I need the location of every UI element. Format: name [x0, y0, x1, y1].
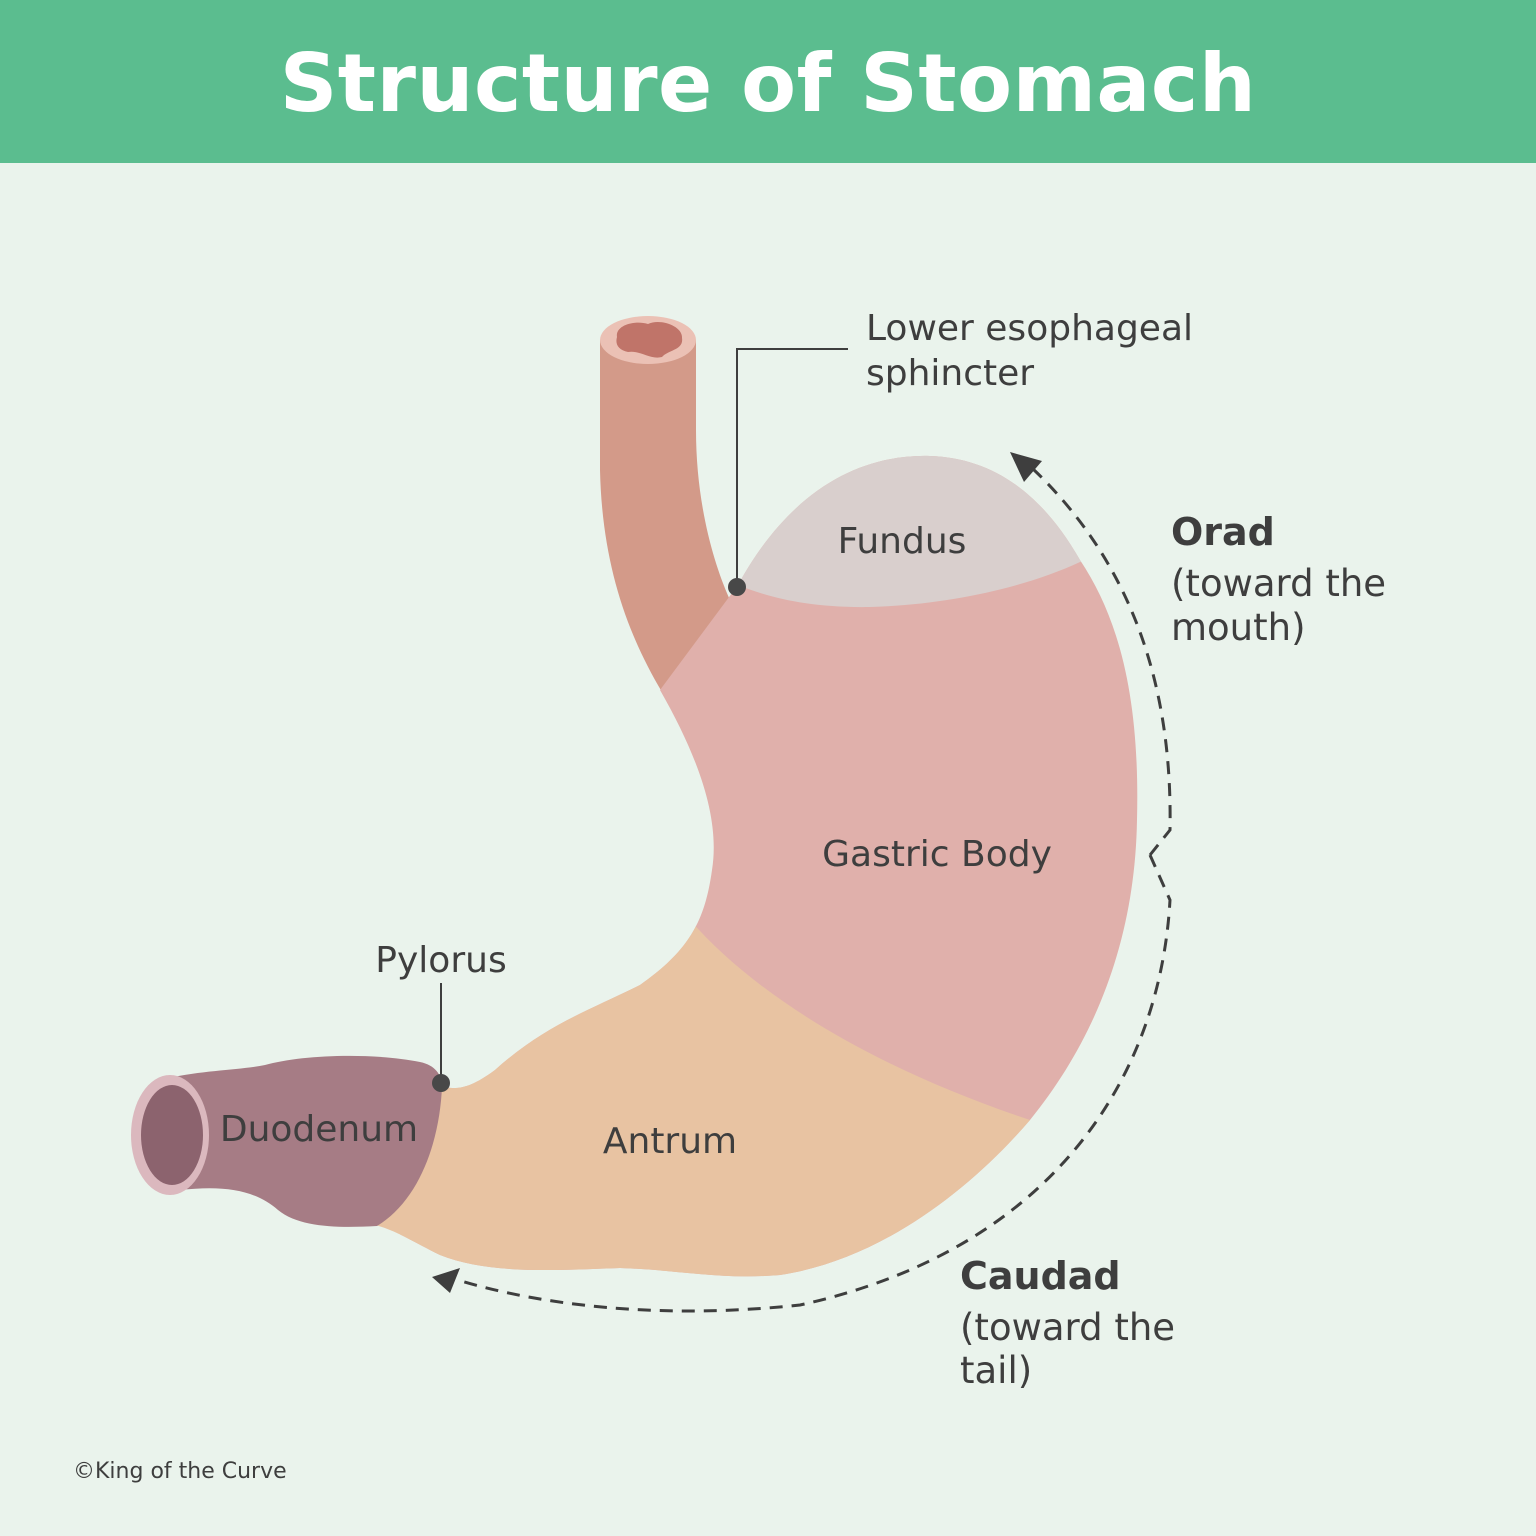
copyright-notice: ©King of the Curve	[73, 1459, 287, 1484]
les-marker-dot	[728, 578, 746, 596]
stomach-regions	[375, 455, 1138, 1277]
orad-subtitle-line2: mouth)	[1171, 606, 1306, 649]
duodenum-label: Duodenum	[220, 1109, 418, 1150]
orad-subtitle-line1: (toward the	[1171, 562, 1386, 605]
caudad-subtitle-line1: (toward the	[960, 1306, 1175, 1349]
caudad-arrowhead-icon	[432, 1268, 460, 1293]
title-banner: Structure of Stomach	[0, 0, 1536, 163]
duodenum-opening	[141, 1085, 203, 1185]
caudad-subtitle-line2: tail)	[960, 1349, 1032, 1392]
esophagus-lumen	[616, 321, 683, 358]
orad-arrow-path	[1030, 466, 1172, 856]
fundus-region	[700, 455, 1138, 608]
duodenum	[168, 1055, 442, 1227]
caudad-title: Caudad	[960, 1254, 1121, 1298]
fundus-label: Fundus	[838, 521, 967, 562]
esophagus	[600, 340, 730, 692]
les-label-line2: sphincter	[866, 353, 1034, 394]
les-label-line1: Lower esophageal	[866, 308, 1193, 349]
pylorus-marker-dot	[432, 1074, 450, 1092]
les-leader-line	[736, 348, 848, 587]
gastric-body-label: Gastric Body	[822, 834, 1052, 875]
orad-arrowhead-icon	[1010, 452, 1042, 482]
caudad-arrow-path	[457, 854, 1172, 1313]
antrum-label: Antrum	[603, 1121, 737, 1162]
page-title: Structure of Stomach	[279, 36, 1257, 130]
orad-title: Orad	[1171, 510, 1275, 554]
pylorus-label: Pylorus	[375, 940, 506, 981]
